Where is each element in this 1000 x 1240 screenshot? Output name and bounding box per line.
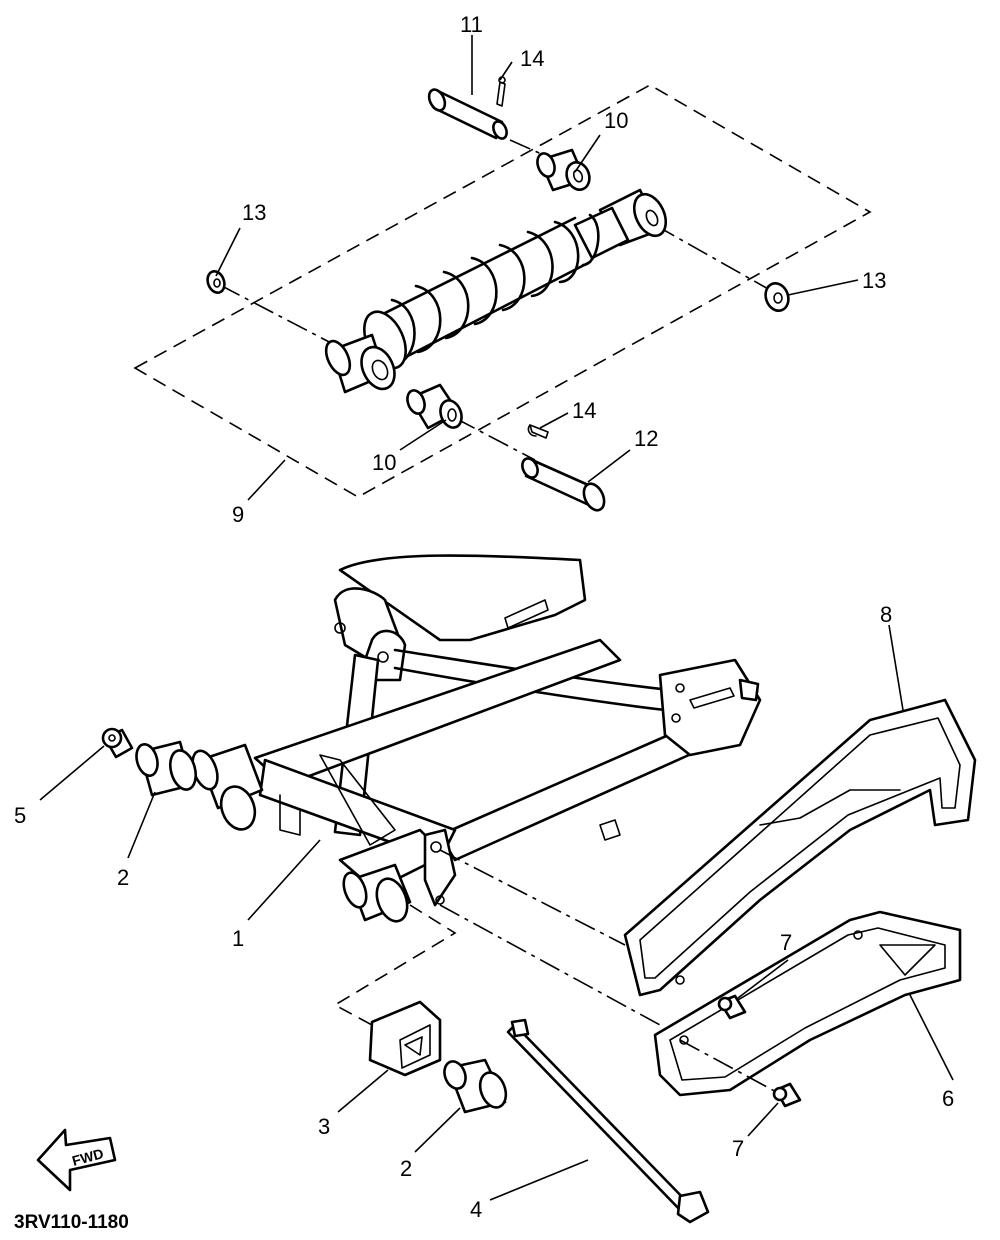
part-13-washer-left bbox=[206, 270, 226, 294]
shock-assembly-boundary bbox=[133, 84, 872, 498]
arm-assembly-lines bbox=[333, 849, 661, 1026]
label-part-13-left: 13 bbox=[242, 200, 266, 225]
label-part-7-lower: 7 bbox=[732, 1136, 744, 1161]
label-part-4: 4 bbox=[470, 1197, 482, 1222]
label-part-12: 12 bbox=[634, 426, 658, 451]
label-part-13-right: 13 bbox=[862, 268, 886, 293]
rear-shock-absorber bbox=[324, 188, 668, 394]
part-14-lower-cotter-pin bbox=[527, 424, 549, 439]
part-1-rear-arm bbox=[253, 554, 762, 907]
label-part-14-lower: 14 bbox=[572, 398, 596, 423]
part-2-collar-lower bbox=[443, 1058, 508, 1114]
part-10-upper-bushing bbox=[536, 148, 591, 192]
label-part-14-upper: 14 bbox=[520, 46, 544, 71]
diagram-reference-code: 3RV110-1180 bbox=[14, 1212, 129, 1233]
label-part-10-lower: 10 bbox=[372, 450, 396, 475]
label-part-6: 6 bbox=[942, 1086, 954, 1111]
label-part-8: 8 bbox=[880, 602, 892, 627]
label-part-2-upper: 2 bbox=[117, 865, 129, 890]
part-7-bolt-upper bbox=[717, 994, 747, 1020]
label-part-11: 11 bbox=[460, 12, 483, 37]
part-6-chain-guard bbox=[653, 910, 962, 1097]
part-8-chain-case bbox=[623, 698, 977, 997]
label-part-2-lower: 2 bbox=[400, 1156, 412, 1181]
bolt-assembly-line bbox=[679, 1039, 781, 1095]
label-part-10-upper: 10 bbox=[604, 108, 628, 133]
part-10-lower-bushing bbox=[406, 383, 463, 430]
label-part-1: 1 bbox=[232, 926, 244, 951]
label-part-5: 5 bbox=[14, 803, 26, 828]
part-13-washer-right bbox=[764, 282, 790, 312]
part-2-collar-upper bbox=[135, 740, 197, 797]
arm-pivot-bushing-left bbox=[191, 743, 264, 831]
leader-lines bbox=[39, 35, 954, 1201]
part-4-pivot-shaft bbox=[506, 1018, 710, 1224]
forward-direction-arrow: FWD bbox=[36, 1128, 117, 1192]
part-7-bolt-lower bbox=[772, 1082, 802, 1108]
arm-pivot-bushing-front bbox=[342, 863, 412, 923]
part-12-lower-pin bbox=[521, 457, 606, 512]
part-5-nut bbox=[101, 727, 134, 759]
fwd-label: FWD bbox=[70, 1145, 105, 1169]
label-part-7-upper: 7 bbox=[780, 930, 792, 955]
part-11-upper-pin bbox=[427, 88, 508, 140]
label-part-9: 9 bbox=[232, 502, 244, 527]
label-part-3: 3 bbox=[318, 1114, 330, 1139]
part-3-pivot-block bbox=[368, 1000, 442, 1077]
part-14-upper-cotter-pin bbox=[496, 76, 506, 107]
